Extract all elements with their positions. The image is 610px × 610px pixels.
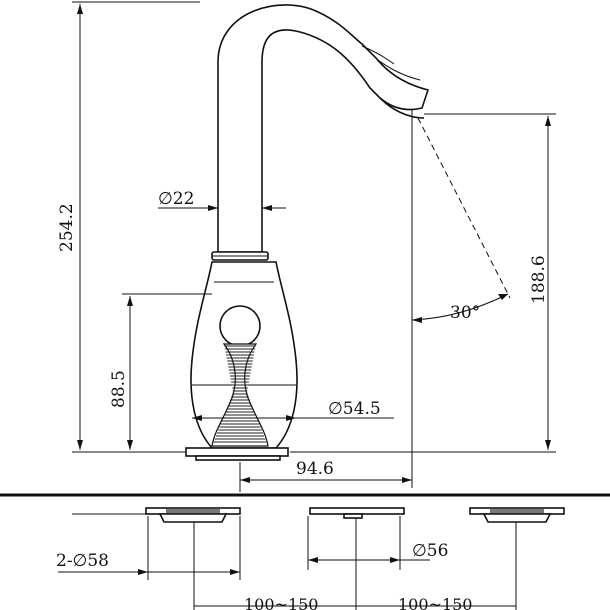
right-handle-fitting bbox=[469, 507, 565, 523]
center-spout-fitting bbox=[309, 507, 405, 519]
spout-angle-label: 30° bbox=[450, 303, 480, 323]
lower-dimension-lines bbox=[58, 513, 517, 610]
nozzle-band bbox=[377, 59, 421, 81]
body-height-label: 88.5 bbox=[109, 370, 129, 408]
faucet-elevation bbox=[185, 4, 430, 461]
nozzle-band bbox=[361, 45, 395, 65]
spacing-right-label: 100~150 bbox=[398, 595, 472, 610]
overall-height-label: 254.2 bbox=[57, 203, 77, 252]
water-stream-line bbox=[417, 117, 511, 299]
spout-reach-label: 94.6 bbox=[296, 459, 334, 479]
gooseneck-spout bbox=[217, 4, 430, 253]
dimension-lines bbox=[72, 1, 556, 492]
left-handle-fitting bbox=[145, 507, 241, 523]
body-diameter-label: ∅54.5 bbox=[328, 399, 381, 419]
nozzle-outlet bbox=[379, 97, 425, 119]
base-plate bbox=[185, 447, 289, 457]
base-plate-lower bbox=[195, 455, 281, 461]
hole-diameter-label: 2-∅58 bbox=[56, 551, 109, 571]
spout-diameter-label: ∅22 bbox=[158, 189, 194, 209]
outlet-height-label: 188.6 bbox=[529, 255, 549, 304]
lever-ball bbox=[219, 305, 261, 347]
spacing-left-label: 100~150 bbox=[244, 595, 318, 610]
center-hole-diameter-label: ∅56 bbox=[412, 541, 448, 561]
